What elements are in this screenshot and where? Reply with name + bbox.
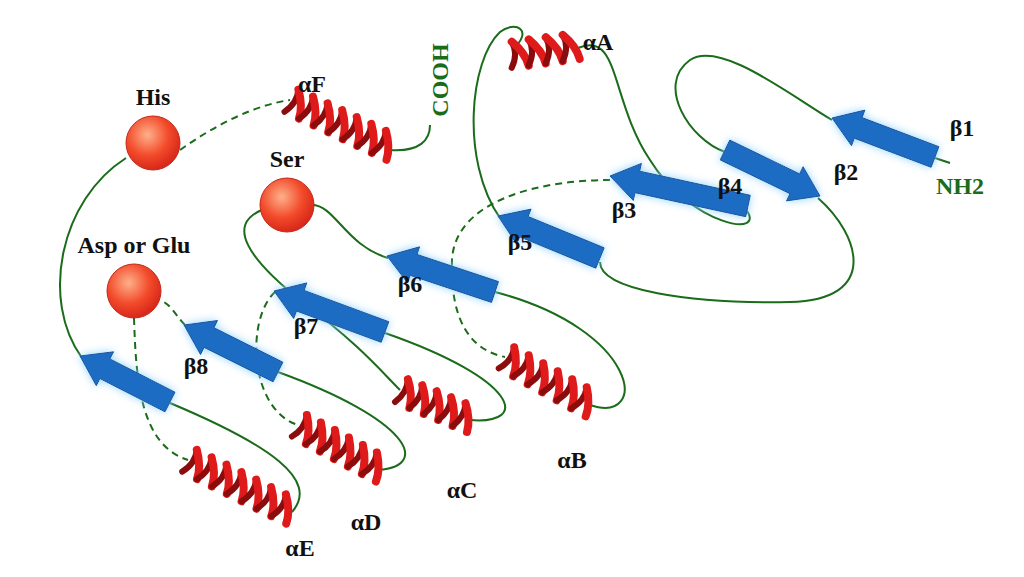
residue-node: His: [121, 84, 185, 172]
helix-front: [376, 453, 379, 482]
residue-circle: [258, 176, 316, 234]
structure-label: β8: [184, 354, 209, 378]
structure-label: β4: [718, 174, 743, 198]
beta-strand: [832, 110, 939, 167]
residue-name: Ser: [255, 146, 319, 172]
structure-label: β1: [950, 116, 975, 140]
structure-label: αA: [583, 30, 614, 54]
beta-strand: [80, 352, 175, 412]
structure-label: β2: [834, 160, 859, 184]
beta-strand: [387, 247, 499, 303]
structure-label: αC: [447, 478, 478, 502]
helix-front: [386, 131, 388, 160]
residue-node: Ser: [255, 146, 319, 234]
helix-front: [512, 42, 529, 66]
structure-label: β6: [398, 272, 423, 296]
helix-front: [529, 39, 546, 63]
beta-strands: [80, 110, 939, 412]
residue-circle: [124, 114, 182, 172]
structure-label: β7: [294, 314, 319, 338]
loop-lines: [60, 27, 950, 512]
residue-node: Asp or Glu: [75, 232, 194, 320]
beta-strand: [274, 283, 389, 342]
helix-front: [546, 37, 563, 61]
residue-name: Asp or Glu: [75, 232, 194, 258]
residue-name: His: [121, 84, 185, 110]
structure-label: β5: [508, 230, 533, 254]
beta-strand: [498, 209, 604, 268]
helix-front: [563, 35, 580, 59]
structure-label: αD: [351, 510, 382, 534]
structure-label: αE: [285, 536, 314, 560]
alpha-helices: [182, 35, 588, 524]
residue-circle: [105, 262, 163, 320]
helix-front: [466, 403, 469, 432]
structure-label: αB: [557, 448, 586, 472]
structure-label: αF: [298, 72, 326, 96]
terminus-label: COOH: [428, 43, 452, 116]
beta-strand: [184, 321, 283, 382]
terminus-label: NH2: [936, 174, 984, 198]
helix-front: [586, 387, 589, 416]
helix-front: [286, 494, 288, 523]
structure-label: β3: [612, 198, 637, 222]
